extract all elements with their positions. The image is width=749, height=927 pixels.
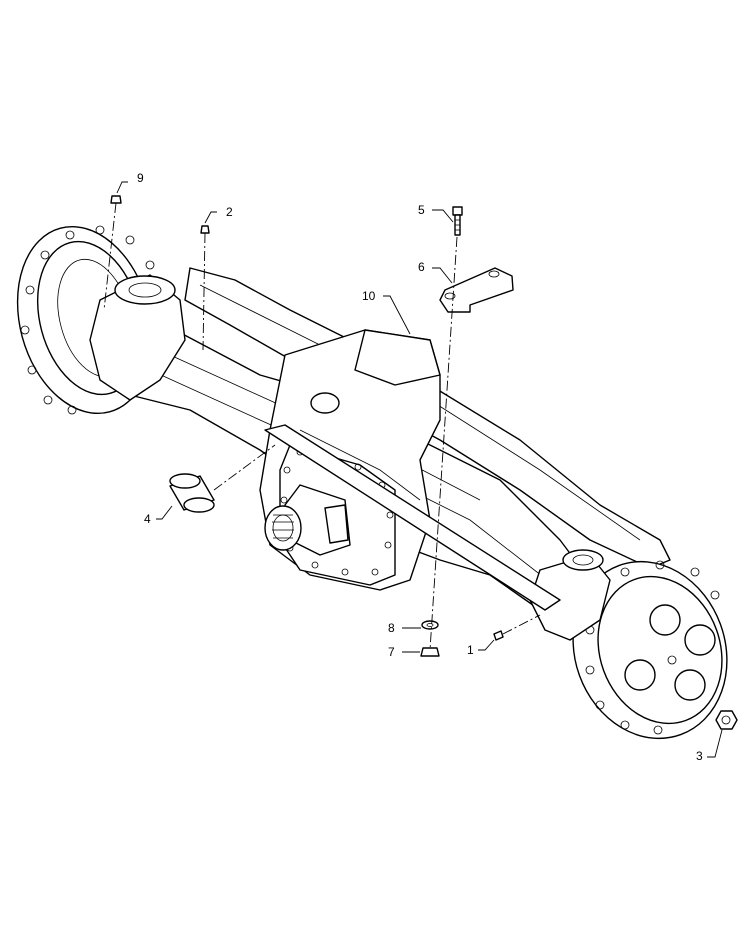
callout-8: 8 <box>388 621 395 635</box>
right-wheel-hub <box>529 549 728 740</box>
callout-7: 7 <box>388 645 395 659</box>
tie-rod <box>264 424 561 611</box>
left-wheel-hub <box>16 225 186 415</box>
part-nut-7 <box>420 647 440 657</box>
part-hub-nut <box>715 710 738 730</box>
callout-1: 1 <box>467 643 474 657</box>
part-fitting-1 <box>493 630 504 641</box>
callout-4: 4 <box>144 512 151 526</box>
pinion-splines <box>272 514 294 539</box>
leader-lines <box>116 181 723 758</box>
callout-5: 5 <box>418 203 425 217</box>
callout-9: 9 <box>137 171 144 185</box>
callout-10: 10 <box>362 289 376 303</box>
callout-6: 6 <box>418 260 425 274</box>
callout-3: 3 <box>696 749 703 763</box>
part-washer <box>421 620 439 630</box>
part-bushing <box>169 473 215 513</box>
left-hub-bolts <box>20 225 155 415</box>
part-bracket <box>439 267 514 313</box>
callout-2: 2 <box>226 205 233 219</box>
part-nipple-2 <box>200 225 210 234</box>
differential-housing <box>259 329 441 591</box>
part-bolt <box>452 206 463 236</box>
callout-labels: 9 2 5 6 10 4 8 7 1 3 <box>137 171 703 763</box>
assembly-axis-lines <box>103 202 541 651</box>
part-plug-9 <box>110 195 122 204</box>
